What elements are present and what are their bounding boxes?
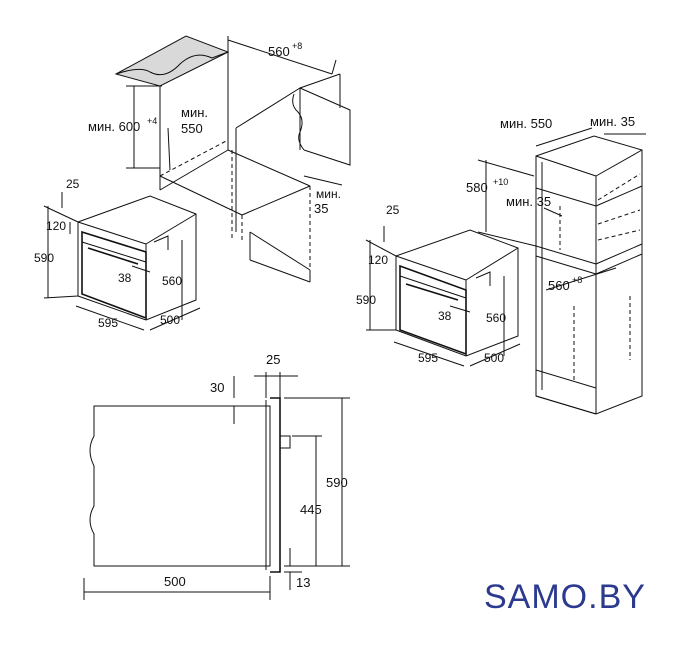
rear-gap-min-label: мин. xyxy=(316,187,341,201)
niche-width-tol: +8 xyxy=(292,41,302,51)
side-handle-height-label: 445 xyxy=(300,502,322,517)
tall-rear-gap-min-label: мин. 35 xyxy=(506,194,551,209)
tall-oven-height-label: 590 xyxy=(356,293,376,307)
tall-niche-height-label: 580 xyxy=(466,180,488,195)
tall-oven-body-height-label: 560 xyxy=(486,311,506,325)
niche-height-tol: +4 xyxy=(147,116,157,126)
niche-width-label: 560 xyxy=(268,44,290,59)
tall-rear-gap-top-label: мин. 35 xyxy=(590,114,635,129)
side-view: 25 30 590 445 13 500 xyxy=(83,352,350,600)
oven-width-label: 595 xyxy=(98,316,118,330)
oven-right: 25 120 590 38 560 595 500 xyxy=(356,203,521,367)
tall-niche-width-tol: +8 xyxy=(572,275,582,285)
tall-oven-width-label: 595 xyxy=(418,351,438,365)
tall-oven-top-offset-label: 25 xyxy=(386,203,400,217)
tall-unit-niche: мин. 550 мин. 35 580 +10 мин. 35 560 +8 xyxy=(466,114,646,415)
side-total-height-label: 590 xyxy=(326,475,348,490)
side-bottom-offset-label: 13 xyxy=(296,575,310,590)
oven-height-label: 590 xyxy=(34,251,54,265)
oven-depth-label: 500 xyxy=(160,313,180,327)
side-depth-label: 500 xyxy=(164,574,186,589)
niche-depth-min-value: 550 xyxy=(181,121,203,136)
tall-oven-depth-label: 500 xyxy=(484,351,504,365)
tall-niche-width-label: 560 xyxy=(548,278,570,293)
under-counter-niche: 560 +8 мин. 600 +4 мин. 550 мин. 35 xyxy=(88,35,351,283)
brand-logo: SAMO.BY xyxy=(484,578,646,616)
oven-left: 25 120 590 38 560 595 500 xyxy=(34,177,201,331)
oven-panel-height-label: 120 xyxy=(46,219,66,233)
side-front-thickness-label: 25 xyxy=(266,352,280,367)
oven-handle-depth-label: 38 xyxy=(118,271,132,285)
tall-niche-height-tol: +10 xyxy=(493,177,508,187)
niche-height-label: мин. 600 xyxy=(88,119,140,134)
niche-depth-min-label: мин. xyxy=(181,105,208,120)
tall-oven-panel-height-label: 120 xyxy=(368,253,388,267)
tall-oven-handle-depth-label: 38 xyxy=(438,309,452,323)
oven-body-height-label: 560 xyxy=(162,274,182,288)
rear-gap-min-value: 35 xyxy=(314,201,328,216)
oven-top-offset-label: 25 xyxy=(66,177,80,191)
side-top-offset-label: 30 xyxy=(210,380,224,395)
tall-niche-depth-min-label: мин. 550 xyxy=(500,116,552,131)
